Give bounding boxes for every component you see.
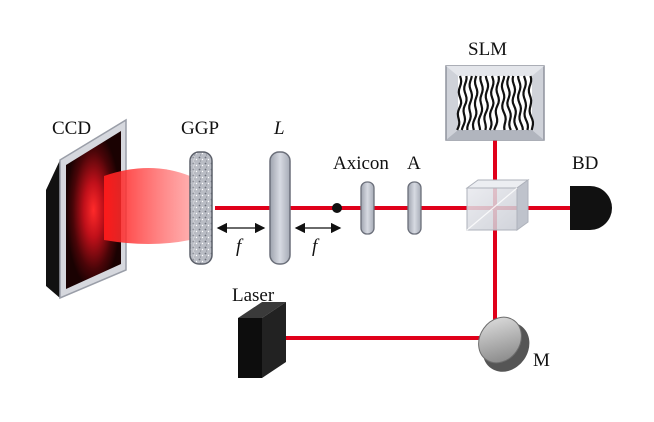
focal-point <box>332 203 342 213</box>
slm-fringe-line <box>500 75 507 131</box>
mirror-m <box>478 316 530 372</box>
slm-fringe-line <box>527 75 535 131</box>
ggp-element <box>189 151 213 265</box>
slm-fringe-line <box>493 75 500 131</box>
ccd-speckle-cone <box>104 168 190 244</box>
slm-fringe-line <box>466 75 474 131</box>
ccd-sensor <box>66 131 121 289</box>
slm-fringe-line <box>471 75 479 131</box>
slm-fringe-line <box>522 75 530 131</box>
label-laser: Laser <box>232 285 275 306</box>
ccd-side <box>46 160 60 298</box>
slm <box>445 65 545 141</box>
slm-fringe-line <box>506 75 512 131</box>
label-slm: SLM <box>468 39 508 60</box>
label-mirror: M <box>533 350 550 371</box>
aperture-a <box>407 181 422 235</box>
label-beam-dump: BD <box>572 153 599 174</box>
label-ccd: CCD <box>52 118 92 139</box>
axicon <box>360 181 375 235</box>
beam-splitter-cube <box>465 179 530 231</box>
slm-fringe-line <box>456 75 463 131</box>
laser-source <box>238 302 286 378</box>
slm-fringe-line <box>483 75 490 131</box>
slm-fringe-line <box>488 75 495 131</box>
ccd-camera <box>46 118 190 300</box>
slm-fringes <box>456 75 535 131</box>
slm-fringe-line <box>511 75 519 131</box>
beam-dump <box>570 186 612 230</box>
slm-fringe-line <box>477 75 484 131</box>
label-aperture: A <box>407 153 421 174</box>
label-focal-1: f <box>236 236 242 257</box>
label-axicon: Axicon <box>333 153 389 174</box>
label-ggp: GGP <box>181 118 220 139</box>
lens-l <box>269 151 291 265</box>
label-focal-2: f <box>312 236 318 257</box>
label-lens-l: L <box>274 118 285 139</box>
slm-fringe-line <box>516 75 524 131</box>
slm-fringe-line <box>460 75 468 131</box>
